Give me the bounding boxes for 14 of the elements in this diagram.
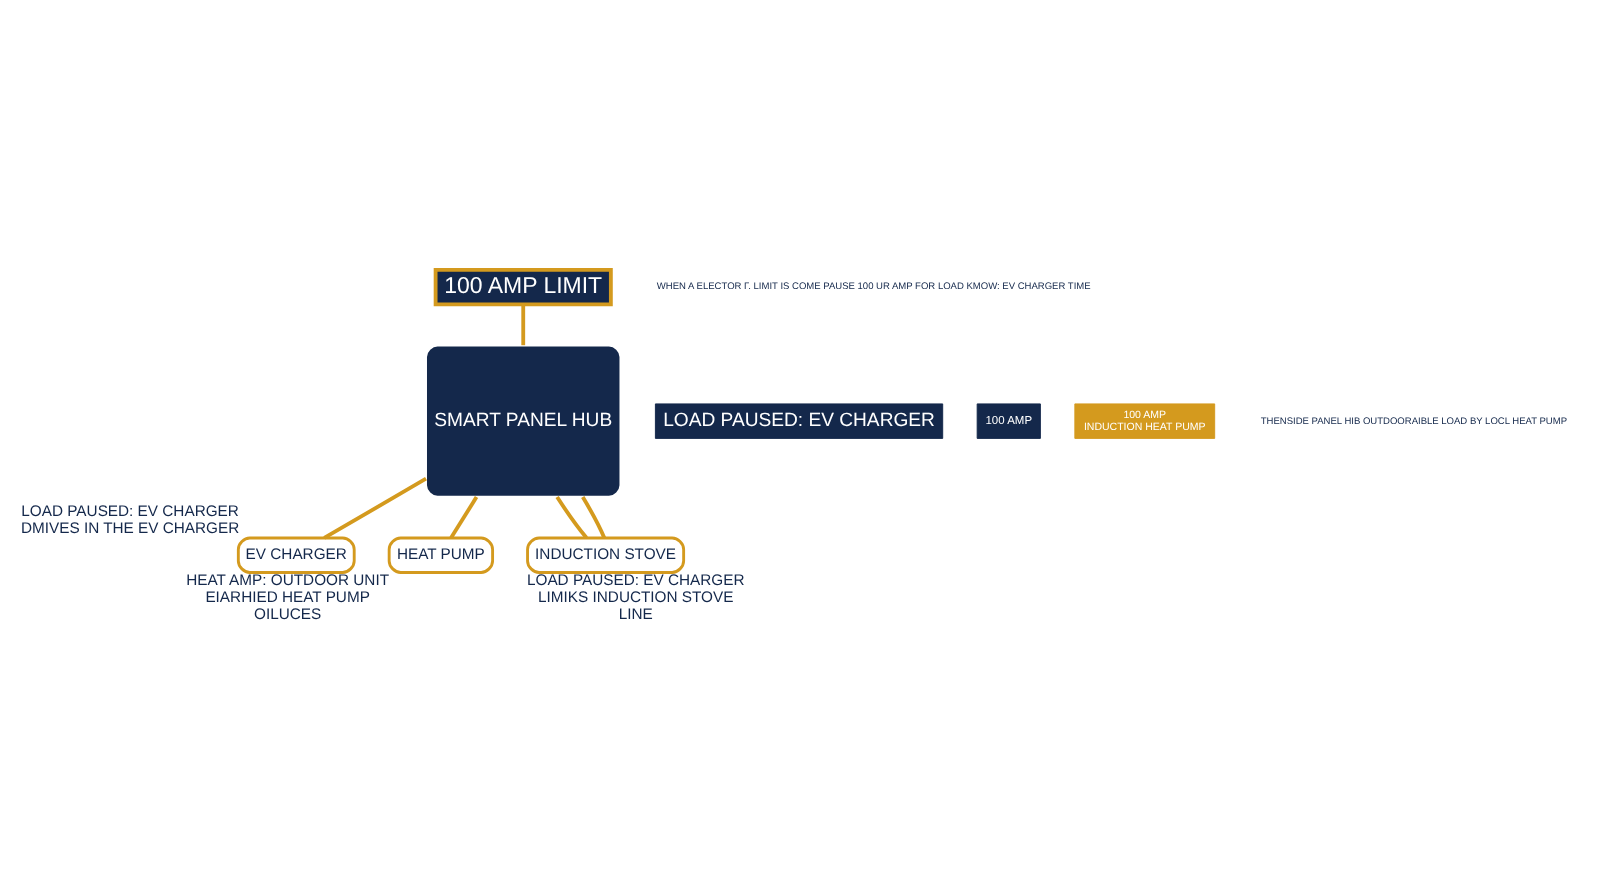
- node-box: LOAD PAUSED: EV CHARGER: [654, 403, 944, 439]
- node-label: HEAT AMP: OUTDOOR UNIT EIARHIED HEAT PUMP OILUCES: [186, 570, 390, 624]
- node-box: HEAT PUMP: [387, 536, 495, 574]
- connector: [581, 496, 606, 539]
- connector: [521, 304, 526, 346]
- node-box: 100 AMP LIMIT: [433, 267, 613, 307]
- node-box: INDUCTION STOVE: [526, 536, 686, 574]
- node-label: LOAD PAUSED: EV CHARGER LIMIKS INDUCTION STOVE LINE: [526, 570, 745, 624]
- connector: [449, 496, 479, 539]
- node-box: EV CHARGER: [236, 536, 356, 574]
- connector: [323, 477, 427, 540]
- connector: [555, 496, 588, 540]
- node-box: SMART PANEL HUB: [425, 344, 622, 498]
- node-label: LOAD PAUSED: EV CHARGER DMIVES IN THE EV CHARGER: [20, 501, 240, 537]
